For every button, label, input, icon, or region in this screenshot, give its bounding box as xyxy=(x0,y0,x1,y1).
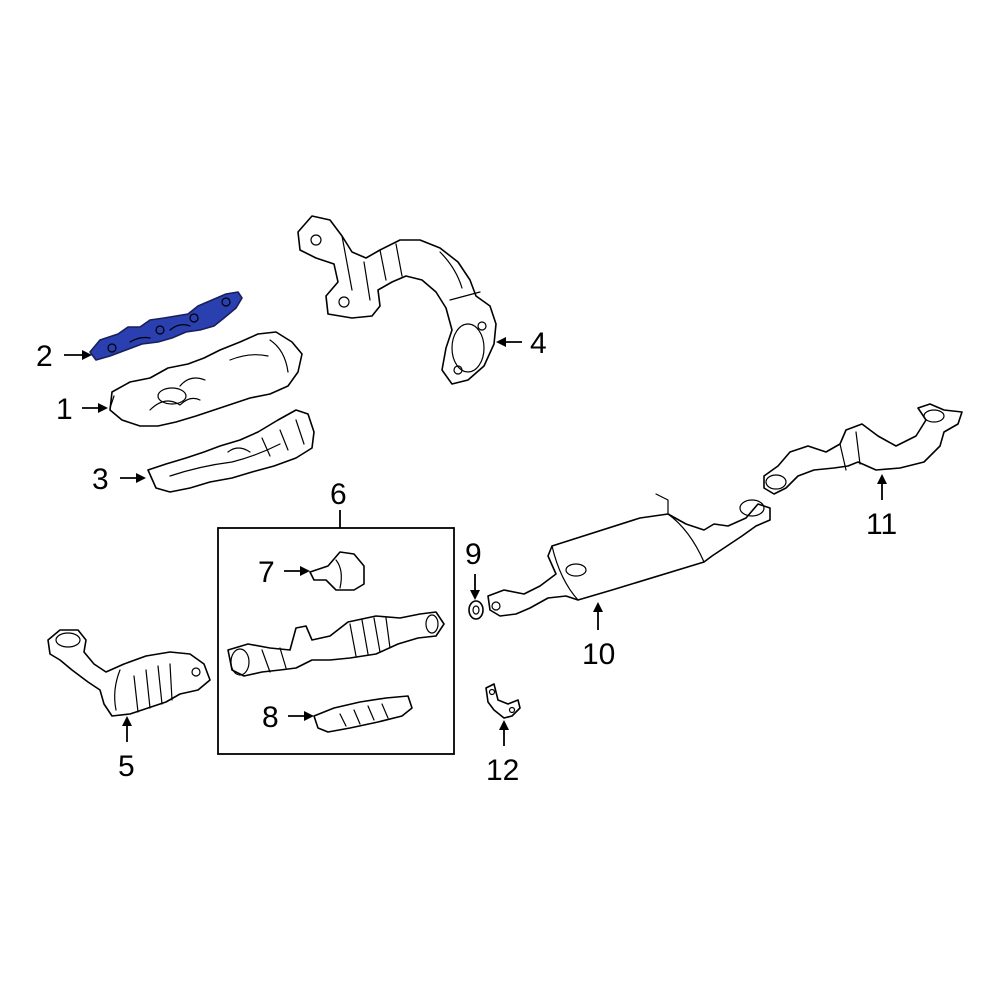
callout-2: 2 xyxy=(36,340,53,373)
callout-8: 8 xyxy=(262,701,279,734)
leaders xyxy=(64,337,887,746)
callout-labels: 2 1 3 4 5 6 7 8 9 10 11 12 xyxy=(36,327,897,787)
part-10-muffler[interactable] xyxy=(487,493,771,617)
part-1-manifold[interactable] xyxy=(109,331,303,427)
part-7-bracket[interactable] xyxy=(309,551,365,591)
part-11-tail-pipe[interactable] xyxy=(763,403,963,495)
callout-4: 4 xyxy=(530,327,547,360)
callout-1: 1 xyxy=(56,393,73,426)
part-12-hanger[interactable] xyxy=(485,683,521,719)
callout-7: 7 xyxy=(258,556,275,589)
part-5-converter[interactable] xyxy=(47,629,211,717)
callout-9: 9 xyxy=(465,538,482,571)
part-4-y-pipe[interactable] xyxy=(297,215,497,385)
part-9-ring-gasket[interactable] xyxy=(468,600,484,620)
callout-11: 11 xyxy=(866,508,897,541)
part-6-converter-pipe[interactable] xyxy=(227,611,445,677)
part-3-heat-shield[interactable] xyxy=(147,409,315,493)
callout-3: 3 xyxy=(92,463,109,496)
callout-10: 10 xyxy=(582,638,615,671)
part-6-group-box xyxy=(217,527,455,755)
callout-12: 12 xyxy=(486,754,519,787)
gasket-body xyxy=(89,291,243,361)
part-8-lower-shield[interactable] xyxy=(313,695,413,733)
callout-6: 6 xyxy=(330,478,347,511)
callout-5: 5 xyxy=(118,750,135,783)
part-2-gasket[interactable] xyxy=(89,291,243,361)
